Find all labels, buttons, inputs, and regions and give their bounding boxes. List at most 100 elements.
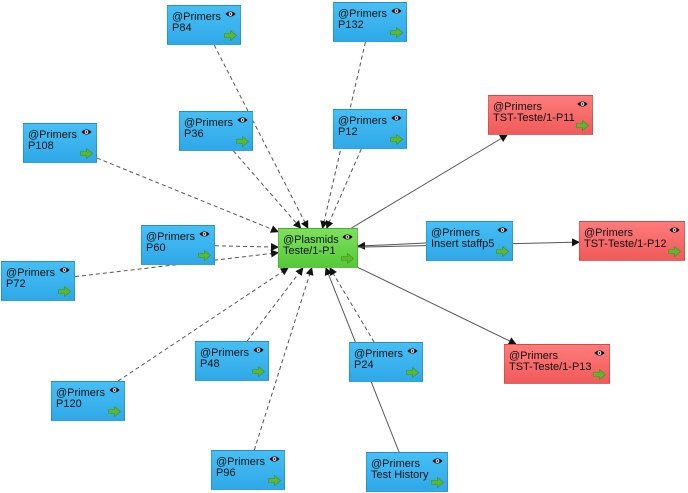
green-arrow-icon[interactable] <box>406 367 419 378</box>
node-type: @Primers <box>146 231 196 243</box>
edge-n-p120-to-center <box>117 267 289 382</box>
edge-n-p108-to-center <box>96 157 279 233</box>
node-type: @Primers <box>509 350 559 362</box>
node-type: @Primers <box>338 8 388 20</box>
eye-icon[interactable] <box>577 100 588 108</box>
node-label: Insert staffp5 <box>431 238 495 250</box>
eye-icon[interactable] <box>407 347 418 355</box>
green-arrow-icon[interactable] <box>108 406 121 417</box>
eye-icon[interactable] <box>669 226 680 234</box>
node-type: @Primers <box>28 129 78 141</box>
node-label: Test History <box>371 469 429 481</box>
green-arrow-icon[interactable] <box>198 250 211 261</box>
edge-n-p36-to-center <box>233 150 302 229</box>
node-type: @Primers <box>584 227 634 239</box>
eye-icon[interactable] <box>225 10 236 18</box>
eye-icon[interactable] <box>253 346 264 354</box>
eye-icon[interactable] <box>391 114 402 122</box>
edge-center-to-n-p13 <box>357 266 517 345</box>
edge-n-p96-to-center <box>253 267 314 451</box>
eye-icon[interactable] <box>342 233 353 241</box>
node-label: P24 <box>354 359 374 371</box>
node-type: @Primers <box>200 347 250 359</box>
node-type: @Primers <box>338 115 388 127</box>
green-arrow-icon[interactable] <box>496 246 509 257</box>
green-arrow-icon[interactable] <box>668 246 681 257</box>
green-arrow-icon[interactable] <box>593 369 606 380</box>
node-label: P132 <box>338 19 364 31</box>
eye-icon[interactable] <box>199 230 210 238</box>
node-label: P72 <box>6 278 26 290</box>
node-label: P96 <box>216 467 236 479</box>
eye-icon[interactable] <box>59 266 70 274</box>
eye-icon[interactable] <box>497 226 508 234</box>
node-type: @Primers <box>172 11 222 23</box>
green-arrow-icon[interactable] <box>268 475 281 486</box>
node-type: @Primers <box>216 456 266 468</box>
edge-n-p84-to-center <box>213 44 309 229</box>
edge-n-staff-to-center <box>357 241 427 250</box>
edge-n-p72-to-center <box>74 249 279 278</box>
node-label: Teste/1-P1 <box>283 245 336 257</box>
edge-center-to-n-p11 <box>351 134 508 229</box>
node-label: P60 <box>146 242 166 254</box>
node-label: P108 <box>28 140 54 152</box>
eye-icon[interactable] <box>594 349 605 357</box>
node-type: @Primers <box>6 267 56 279</box>
edge-n-p24-to-center <box>329 267 375 343</box>
eye-icon[interactable] <box>109 386 120 394</box>
green-arrow-icon[interactable] <box>58 286 71 297</box>
eye-icon[interactable] <box>391 7 402 15</box>
green-arrow-icon[interactable] <box>390 27 403 38</box>
green-arrow-icon[interactable] <box>341 253 354 264</box>
eye-icon[interactable] <box>269 455 280 463</box>
node-label: P48 <box>200 358 220 370</box>
green-arrow-icon[interactable] <box>224 30 237 41</box>
node-type: @Primers <box>184 117 234 129</box>
edge-n-p12-to-center <box>325 148 362 229</box>
node-type: @Primers <box>431 227 481 239</box>
green-arrow-icon[interactable] <box>390 134 403 145</box>
eye-icon[interactable] <box>81 128 92 136</box>
edge-n-p48-to-center <box>246 267 304 342</box>
node-label: P84 <box>172 22 192 34</box>
node-label: P36 <box>184 128 204 140</box>
node-type: @Primers <box>371 458 421 470</box>
node-type: @Primers <box>493 101 543 113</box>
node-label: TST-Teste/1-P13 <box>509 361 592 373</box>
node-type: @Primers <box>354 348 404 360</box>
node-type: @Plasmids <box>283 234 339 246</box>
node-label: P120 <box>56 398 82 410</box>
node-label: TST-Teste/1-P12 <box>584 238 667 250</box>
edge-n-p60-to-center <box>214 242 279 251</box>
green-arrow-icon[interactable] <box>236 136 249 147</box>
eye-icon[interactable] <box>432 457 443 465</box>
node-type: @Primers <box>56 387 106 399</box>
green-arrow-icon[interactable] <box>576 120 589 131</box>
green-arrow-icon[interactable] <box>80 148 93 159</box>
node-label: TST-Teste/1-P11 <box>493 112 575 124</box>
eye-icon[interactable] <box>237 116 248 124</box>
edge-n-p132-to-center <box>320 41 366 229</box>
green-arrow-icon[interactable] <box>431 477 444 488</box>
green-arrow-icon[interactable] <box>252 366 265 377</box>
node-label: P12 <box>338 126 358 138</box>
